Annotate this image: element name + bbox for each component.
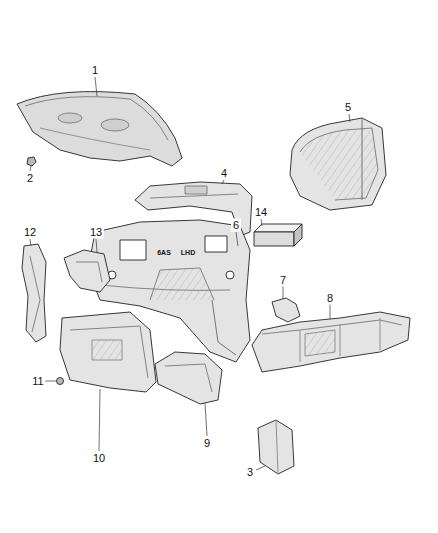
bracket-silencer: [64, 250, 110, 292]
pad-silencer: [258, 420, 294, 474]
callout-number: 13: [88, 226, 104, 239]
floor-silencer: [60, 312, 156, 392]
part-marking: LHD: [181, 249, 195, 256]
push-pin: [57, 378, 64, 385]
tunnel-silencer: [252, 312, 410, 372]
callout-number: 1: [90, 64, 100, 77]
side-silencer: [22, 244, 46, 342]
callout-number: 5: [343, 101, 353, 114]
callout-number: 3: [245, 466, 255, 479]
wheelhouse-silencer: [290, 118, 386, 210]
callout-number: 2: [25, 172, 35, 185]
callout-number: 12: [22, 226, 38, 239]
callout-number: 8: [325, 292, 335, 305]
callout-number: 7: [278, 274, 288, 287]
callout-number: 4: [219, 167, 229, 180]
push-nut: [27, 157, 36, 166]
hood-silencer: [17, 92, 182, 166]
dash-silencer: [88, 220, 250, 362]
toe-silencer: [155, 352, 222, 404]
callout-number: 11: [30, 375, 45, 388]
part-marking: 6AS: [157, 249, 171, 256]
callout-number: 14: [253, 206, 269, 219]
callout-number: 6: [231, 219, 241, 232]
callout-number: 9: [202, 437, 212, 450]
callout-number: 10: [91, 452, 107, 465]
clip-silencer: [272, 298, 300, 322]
leader-lines: [30, 77, 350, 470]
foam-block: [254, 224, 302, 246]
